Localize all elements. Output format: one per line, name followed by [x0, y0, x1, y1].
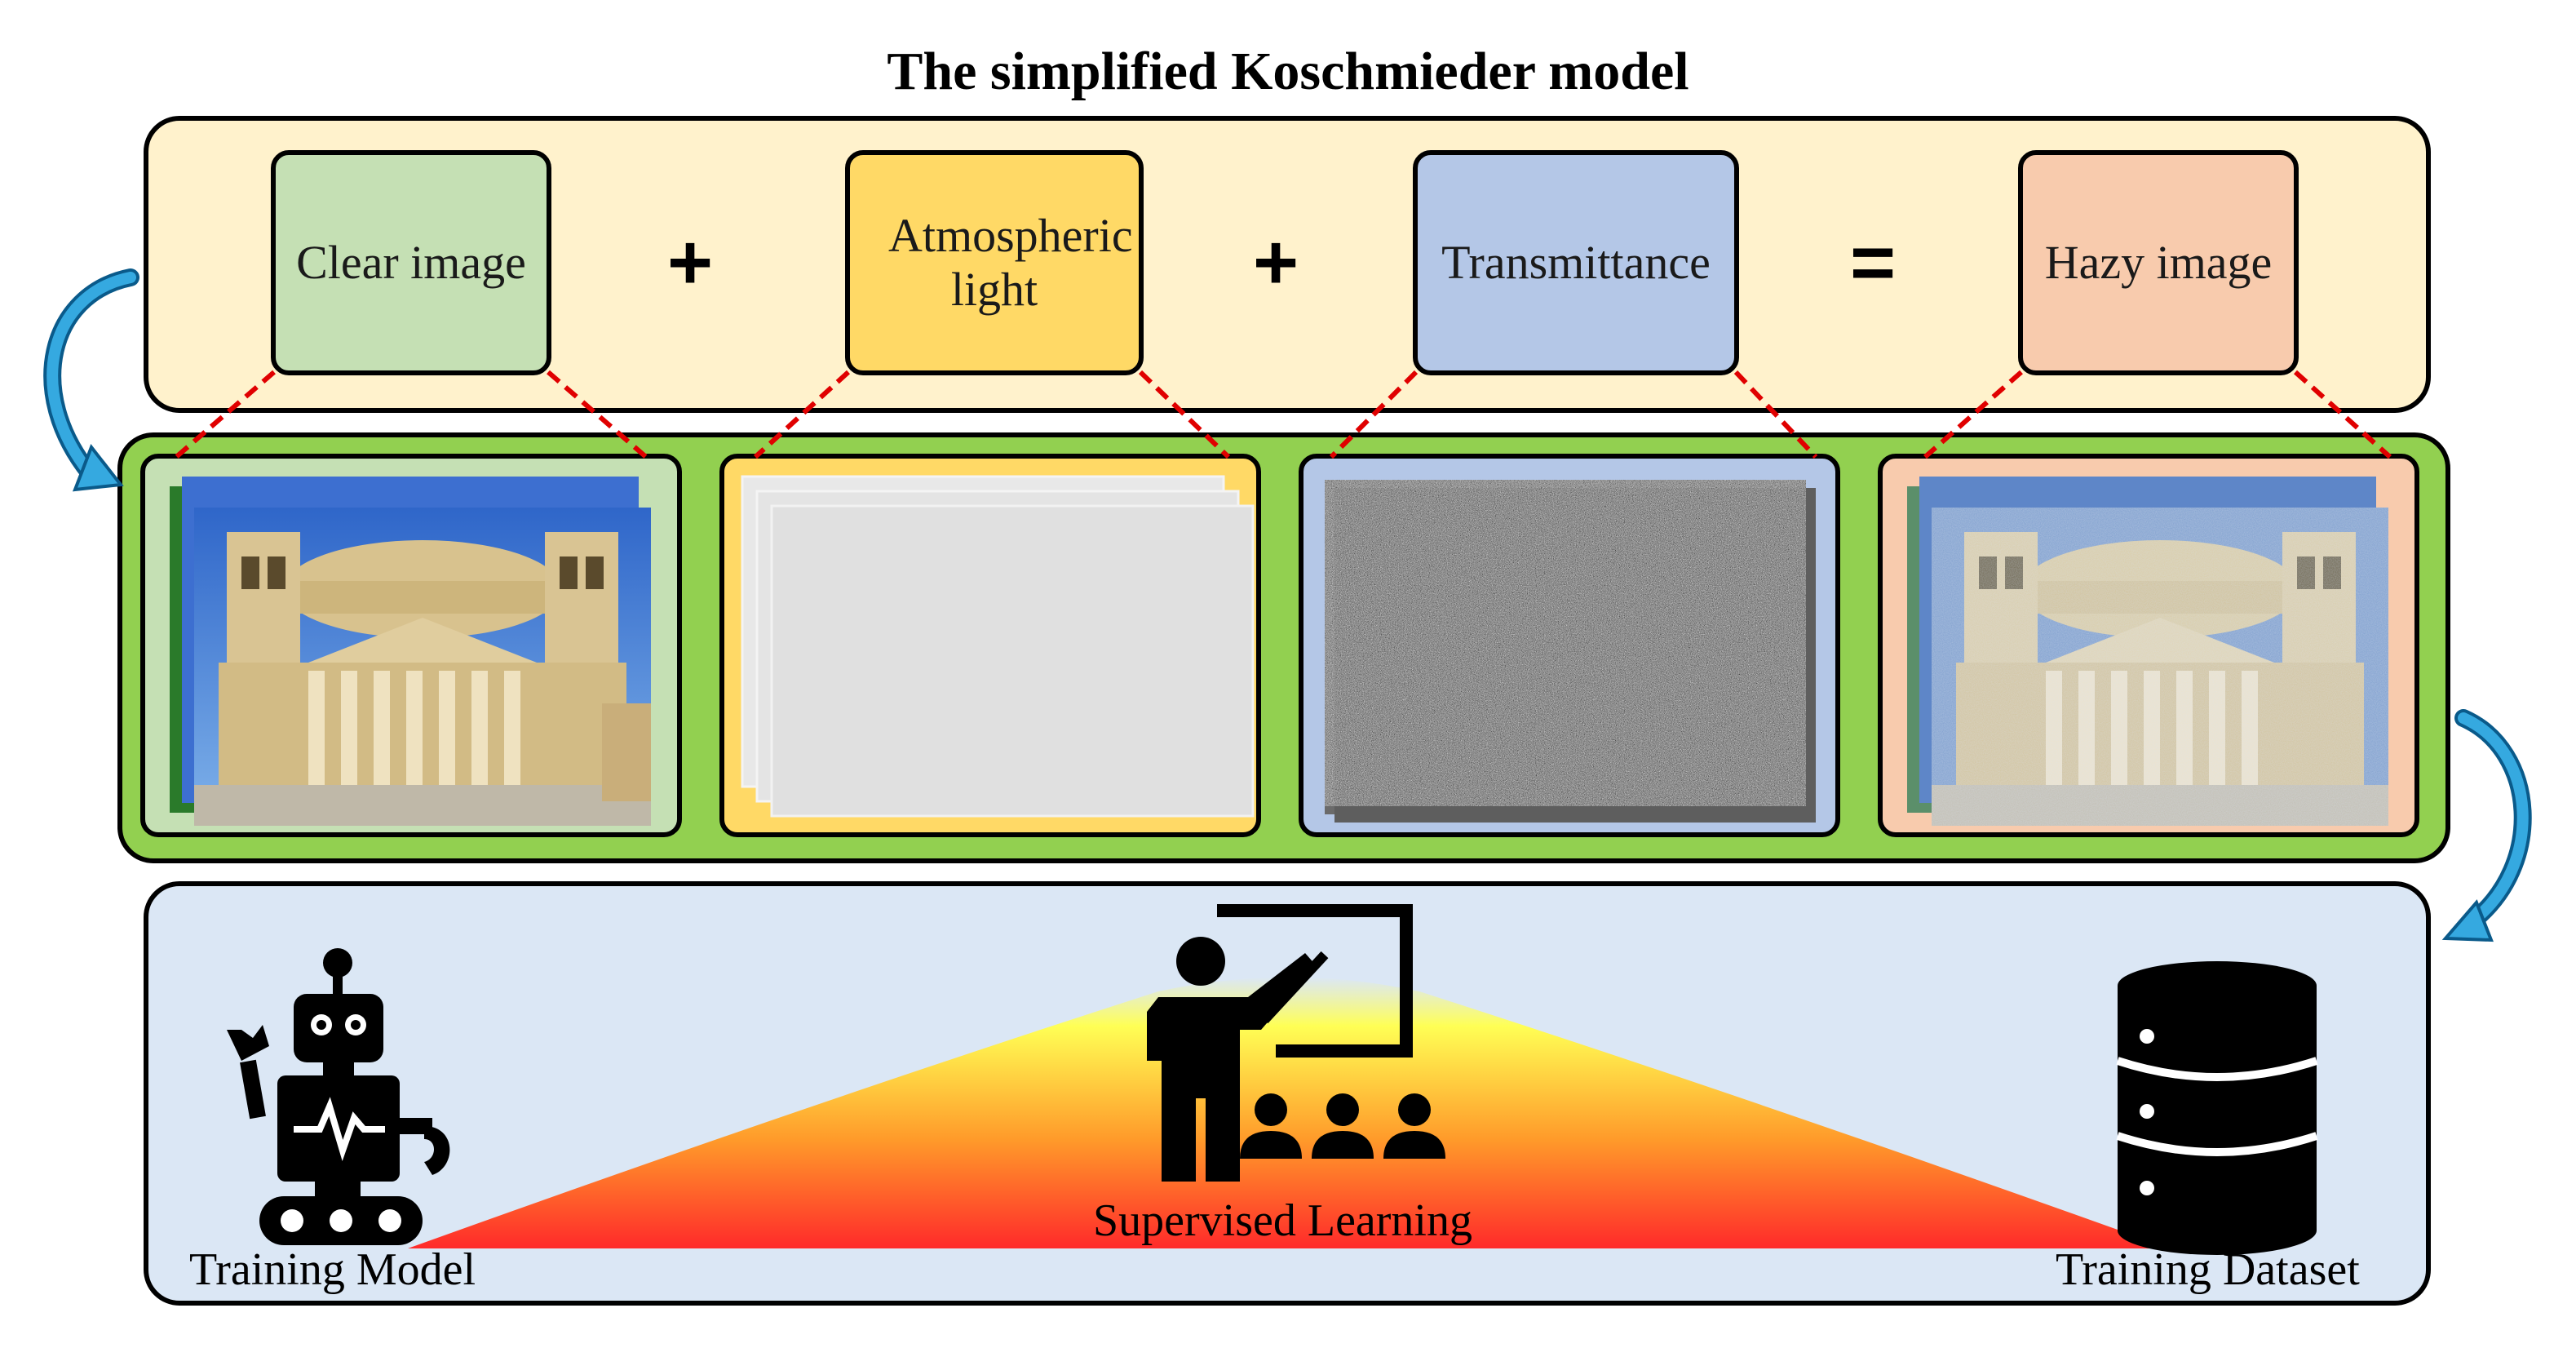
training-model-label: Training Model — [189, 1244, 476, 1295]
robot-icon — [227, 948, 450, 1245]
term-label: Hazy image — [2044, 236, 2273, 289]
atmospheric-light-stack — [719, 454, 1261, 837]
hazy-image-stack — [1878, 454, 2419, 837]
curved-arrow-right-icon — [2441, 709, 2532, 942]
term-label: Atmospheric light — [888, 209, 1133, 316]
term-atmospheric-light: Atmospheric light — [845, 150, 1144, 375]
term-label: Transmittance — [1441, 236, 1711, 289]
equals-operator: = — [1850, 219, 1897, 306]
term-transmittance: Transmittance — [1413, 150, 1739, 375]
students-icon — [1240, 1093, 1445, 1159]
plus-operator-1: + — [667, 219, 714, 306]
diagram-title: The simplified Koschmieder model — [887, 42, 1689, 101]
supervised-learning-gradient — [408, 977, 2170, 1248]
clear-image-stack — [140, 454, 682, 837]
atmospheric-light-illustration — [741, 475, 1255, 818]
transmittance-noise-illustration — [1325, 480, 1816, 823]
term-label: Clear image — [296, 236, 526, 289]
plus-operator-2: + — [1253, 219, 1299, 306]
clear-image-illustration — [170, 477, 651, 826]
teacher-icon — [1147, 904, 1445, 1182]
term-clear-image: Clear image — [271, 150, 551, 375]
training-dataset-label: Training Dataset — [2056, 1244, 2360, 1295]
supervised-learning-label: Supervised Learning — [1093, 1195, 1472, 1246]
hazy-image-illustration — [1907, 477, 2388, 826]
curved-arrow-left-icon — [43, 268, 139, 492]
term-hazy-image: Hazy image — [2018, 150, 2299, 375]
cathedral-photo — [194, 508, 651, 826]
database-icon — [2116, 961, 2318, 1255]
transmittance-stack — [1299, 454, 1840, 837]
red-dashed-connectors — [175, 370, 2392, 459]
hazy-cathedral-photo — [1932, 508, 2388, 826]
